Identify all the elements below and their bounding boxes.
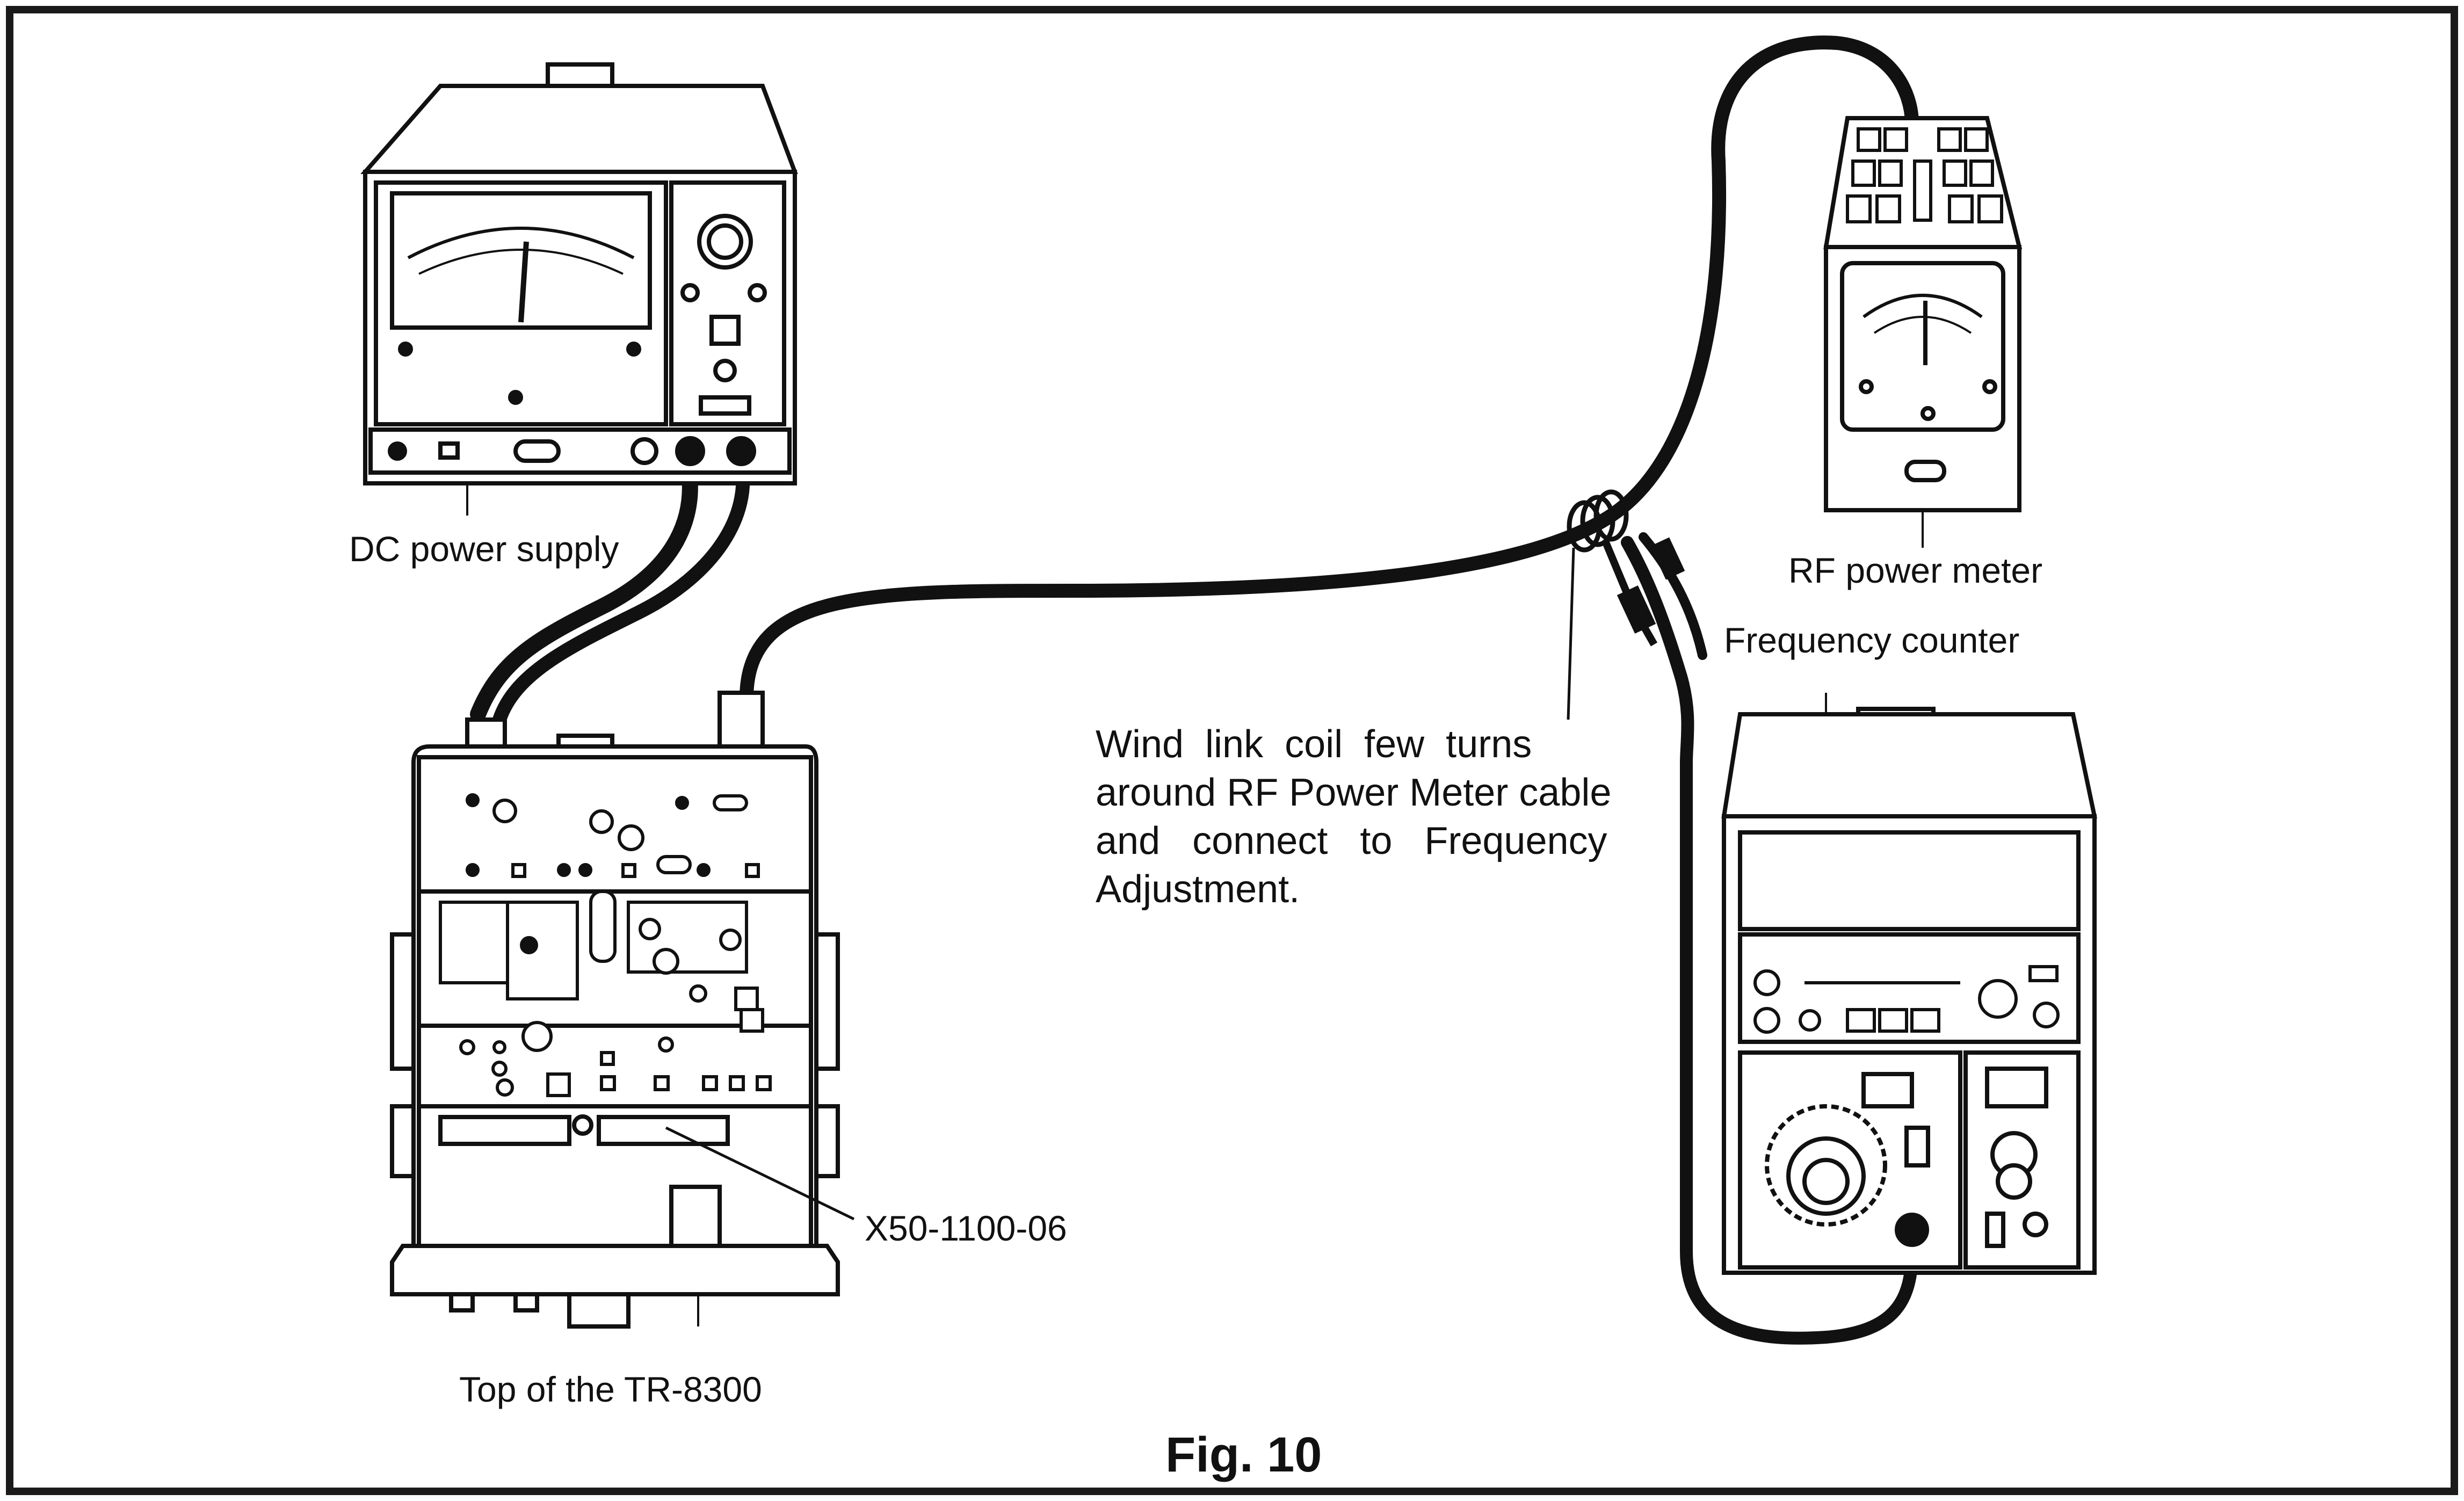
rf-power-meter-label: RF power meter [1788,550,2042,590]
tr8300-label: Top of the TR-8300 [459,1369,762,1409]
tr8300-radio [390,691,840,1329]
dc-cable-2 [492,455,750,727]
leader-lines [665,1126,855,1221]
pickup-lead [1621,536,1918,1345]
link-coil [1567,489,1685,720]
frequency-counter-label: Frequency counter [1724,620,2019,660]
note-line-3: and connect to Frequency [1096,820,1607,862]
board-part-leader [665,1126,855,1221]
frequency-counter [1721,693,2097,1275]
dc-cable [470,454,698,722]
rf-power-meter [1823,116,2023,548]
figure-caption: Fig. 10 [1165,1427,1322,1482]
note-line-1: Wind link coil few turns [1096,723,1532,766]
note-line-4: Adjustment. [1096,868,1300,911]
note-line-2: around RF Power Meter cable [1096,771,1611,814]
dc-power-supply-label: DC power supply [349,529,619,569]
dc-power-supply [360,62,798,516]
board-part-label: X50-1100-06 [865,1208,1067,1248]
link-coil-note: Wind link coil few turns around RF Power… [1096,723,1611,911]
